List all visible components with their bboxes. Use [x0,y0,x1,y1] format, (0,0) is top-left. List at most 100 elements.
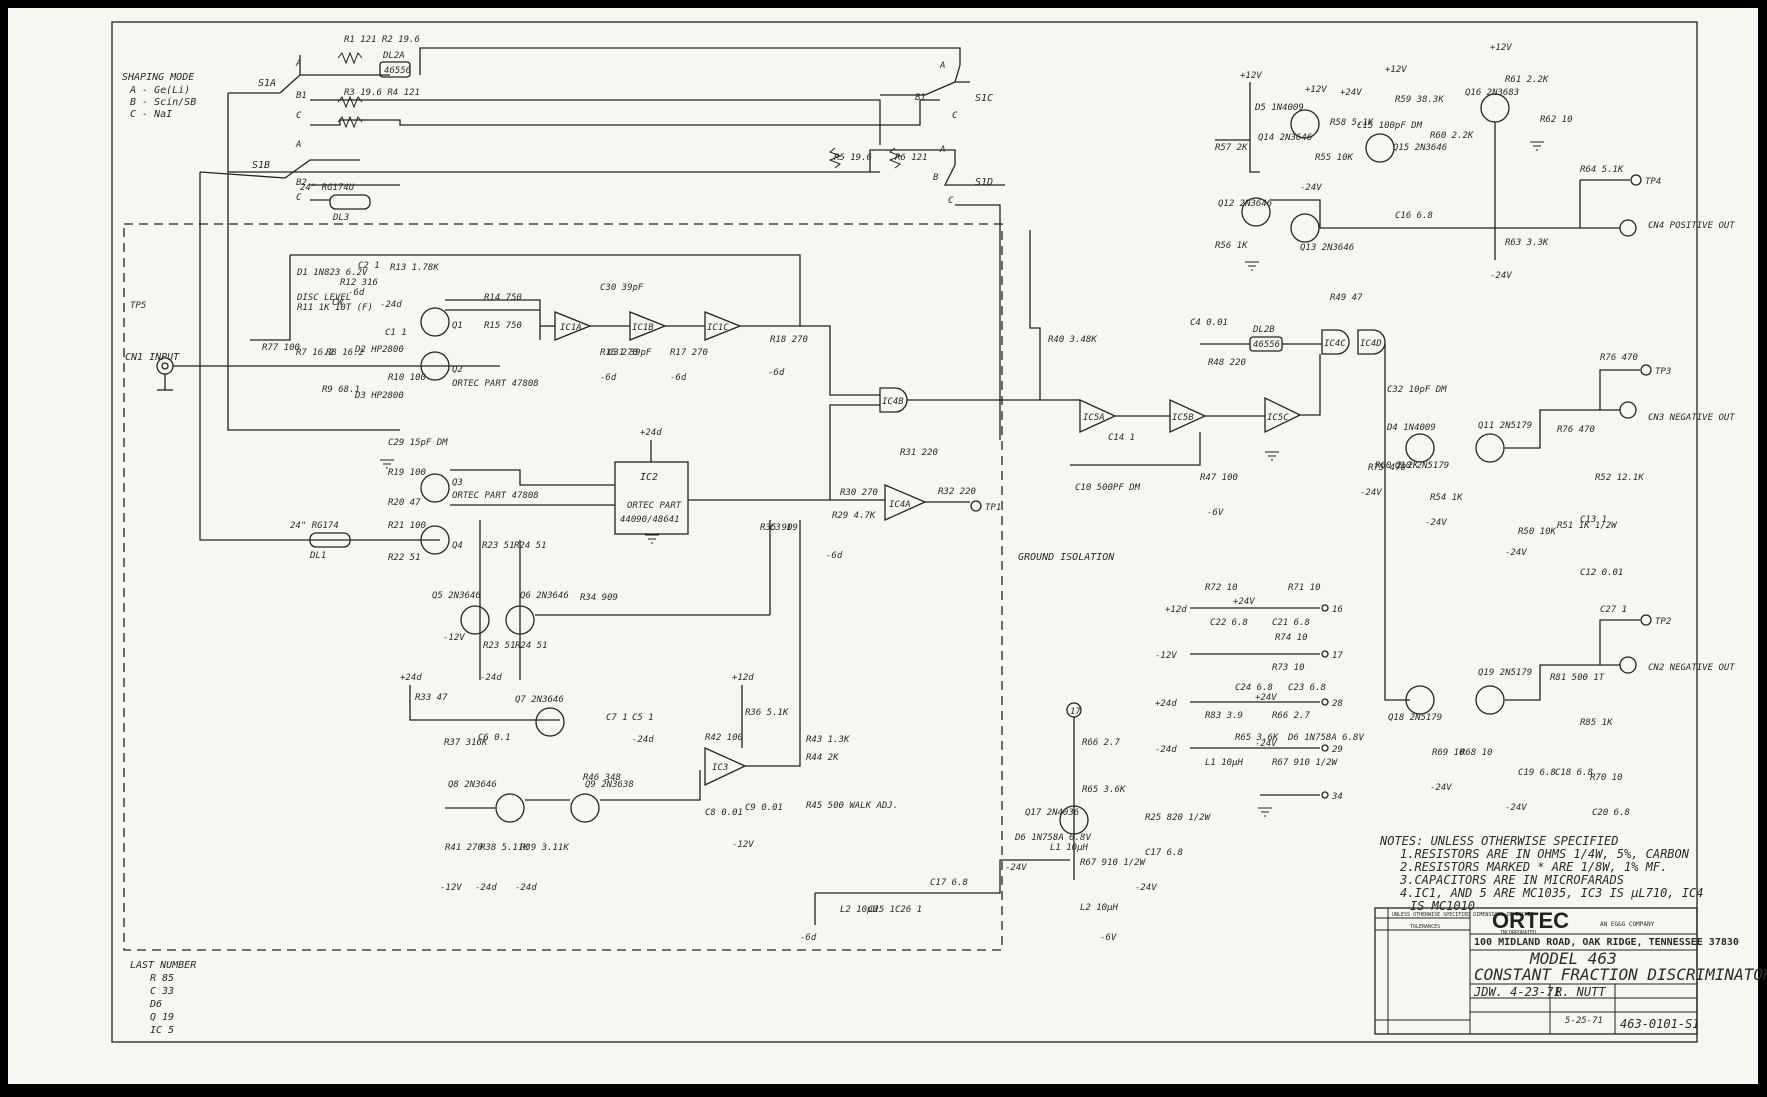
q10-transistor [1405,433,1435,463]
schematic-label: L2 10μH [840,905,879,915]
schematic-label: CW [332,298,344,308]
schematic-label: IC1C [707,323,729,333]
note-1: 1.RESISTORS ARE IN OHMS 1/4W, 5%, CARBON [1400,847,1690,861]
schematic-label: Q6 2N3646 [520,591,569,601]
drawing-border [111,21,1698,1043]
schematic-wire [1530,141,1544,151]
schematic-wire [955,204,1001,440]
schematic-label: C25 1 [868,905,895,915]
schematic-label: D4 1N4009 [1386,423,1436,433]
schematic-label: C29 15pF DM [388,438,448,448]
schematic-label: C19 6.8 [1518,768,1556,778]
schematic-label: Q5 2N3646 [432,591,481,601]
shaping-switch-network: S1A S1B S1C S1D A A B1 B2 C C A B1 C A B… [199,35,1005,440]
negative-output-section: Q10 2N5179 Q11 2N5179 R60 2.2K R54 1K R5… [1360,353,1735,818]
schematic-label: Q2 [452,365,463,375]
schematic-label: 24" RG174U [300,183,355,193]
notes-block: NOTES: UNLESS OTHERWISE SPECIFIED 1.RESI… [1379,834,1703,913]
schematic-label: R38 5.11K [480,843,529,853]
schematic-label: Q18 2N5179 [1388,713,1442,723]
schematic-label: C23 6.8 [1288,683,1326,693]
schematic-label: R6 121 [895,153,928,163]
schematic-label: -24d [480,673,502,683]
s1a-label: S1A [258,78,276,89]
schematic-label: R66 2.7 [1272,711,1311,721]
ortec-logo: ORTEC [1492,908,1569,933]
schematic-label: -6V [1207,508,1224,518]
schematic-label: IC3 [712,763,728,773]
schematic-label: L1 10μH [1050,843,1089,853]
schematic-label: -24V [1255,739,1277,749]
schematic-label: IC 5 [150,1025,174,1036]
schematic-label: DISC LEVEL [296,293,351,303]
schematic-label: R76 470 [1600,353,1638,363]
schematic-label: Q14 2N3646 [1258,133,1312,143]
s1d-label: S1D [975,177,993,188]
ic4d-gate [1357,329,1386,355]
schematic-label: +12V [1490,43,1512,53]
schematic-wire [800,325,880,396]
schematic-label: Q13 2N3646 [1300,243,1354,253]
schematic-label: R12 316 [340,278,378,288]
schematic-label: +24d [640,428,662,438]
schematic-wire [1249,82,1260,173]
schematic-label: IC4A [889,500,911,510]
schematic-label: C14 1 [1108,433,1135,443]
q9-transistor [570,793,600,823]
schematic-label: -24V [1505,548,1527,558]
schematic-label: DL2B [1252,325,1275,335]
schematic-label: R23 51 [482,541,515,551]
schematic-label: C6 0.1 [478,733,511,743]
schematic-label: -24d [380,300,402,310]
q8-transistor [495,793,525,823]
schematic-label: Q 19 [150,1012,174,1023]
schematic-wire [943,164,1005,186]
schematic-label: IC4B [882,397,904,407]
schematic-label: C9 0.01 [745,803,783,813]
schematic-label: R33 47 [415,693,448,703]
schematic-label: R25 820 1/2W [1145,813,1212,823]
schematic-label: -6d [348,288,365,298]
schematic-label: R42 100 [705,733,743,743]
schematic-label: D1 1N823 6.2V [296,268,368,278]
schematic-label: R11 1K 10T (F) [297,303,373,313]
schematic-wire [645,534,659,544]
schematic-label: TOLERANCES [1410,924,1440,930]
schematic-label: R24 51 [514,541,547,551]
title-block: UNLESS OTHERWISE SPECIFIED DIMENSIONS IN… [1374,907,1767,1035]
schematic-label: ORTEC PART [627,501,682,511]
schematic-wire [745,520,801,767]
schematic-label: 46556 [384,66,411,76]
schematic-label: C [948,196,954,206]
schematic-label: -12V [732,840,754,850]
power-decoupling-section: +12d -12V +24d -24d 16 17 28 29 34 R72 1… [1155,583,1364,802]
schematic-label: R3 19.6 R4 121 [344,88,420,98]
schematic-label: R32 220 [938,487,976,497]
schematic-label: -6d [768,368,785,378]
schematic-wire [409,685,560,721]
schematic-label: D2 HP2800 [354,345,404,355]
schematic-wire [1599,619,1640,665]
schematic-label: R7 16.2 [296,348,334,358]
tp2-testpoint [1640,614,1652,626]
drawing-number: 463-0101-S1 [1620,1017,1699,1031]
schematic-label: R50 10K [1518,527,1557,537]
schematic-label: D5 1N4009 [1254,103,1304,113]
schematic-label: TP2 [1655,617,1671,627]
address-label: 100 MIDLAND ROAD, OAK RIDGE, TENNESSEE 3… [1474,937,1739,948]
tp4-testpoint [1630,174,1642,186]
schematic-wire [161,362,169,370]
schematic-wire [829,404,880,500]
schematic-wire [1321,744,1329,752]
schematic-wire [310,99,881,145]
schematic-label: DL2A [382,51,405,61]
ic1-amplifier-chain: IC1A IC1B IC1C C30 39pF C31 39pF R16 270… [400,254,880,396]
schematic-label: L1 10μH [1205,758,1244,768]
q14-transistor [1290,109,1320,139]
schematic-label: C18 6.8 [1555,768,1593,778]
schematic-label: -24V [1505,803,1527,813]
schematic-wire [1321,698,1329,706]
q13-transistor [1290,213,1320,243]
schematic-label: R59 38.3K [1395,95,1444,105]
schematic-label: +24d [1155,699,1177,709]
